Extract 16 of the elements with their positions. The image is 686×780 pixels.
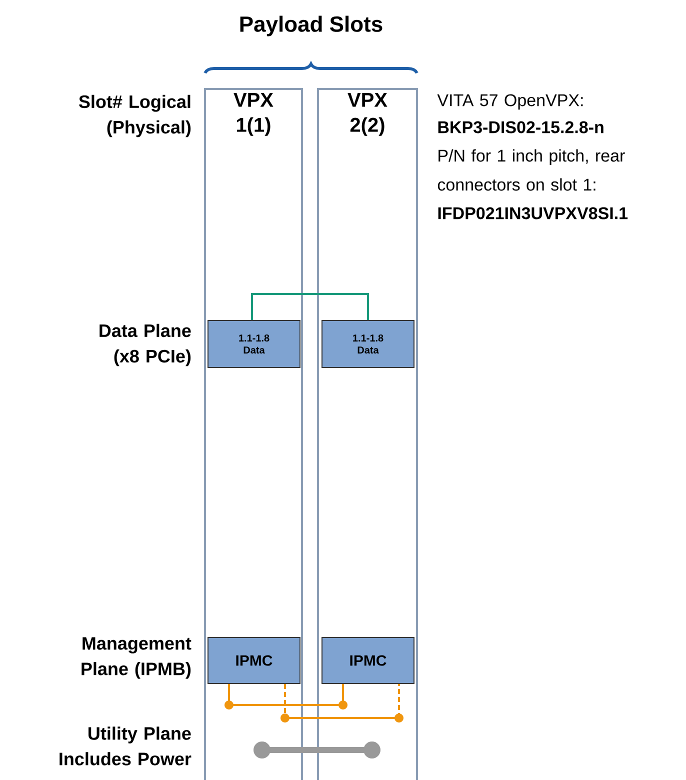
plane-label: Data Plane (x8 PCIe) <box>100 324 191 366</box>
ipmc-box: IPMC <box>322 637 414 684</box>
data-box: 1.1-1.8 Data <box>322 320 414 368</box>
data-link <box>251 293 369 320</box>
note-text: VITA 57 OpenVPX: <box>437 94 583 110</box>
plane-label: Management Plane (IPMB) <box>82 637 192 679</box>
note-text: IFDP021IN3UVPXV8SI.1 <box>438 207 628 220</box>
ipmb-bus <box>224 683 348 710</box>
ipmb-bus <box>280 683 404 722</box>
title: Payload Slots <box>240 16 382 36</box>
plane-label: Slot# Logical (Physical) <box>78 94 191 138</box>
ipmc-box: IPMC <box>208 637 300 684</box>
plane-label: Utility Plane Includes Power <box>60 726 192 766</box>
data-box: 1.1-1.8 Data <box>208 320 300 368</box>
note-text: P/N for 1 inch pitch, rear connectors on slot 1: <box>438 149 625 191</box>
note-text: BKP3-DIS02-15.2.8-n <box>438 121 604 134</box>
